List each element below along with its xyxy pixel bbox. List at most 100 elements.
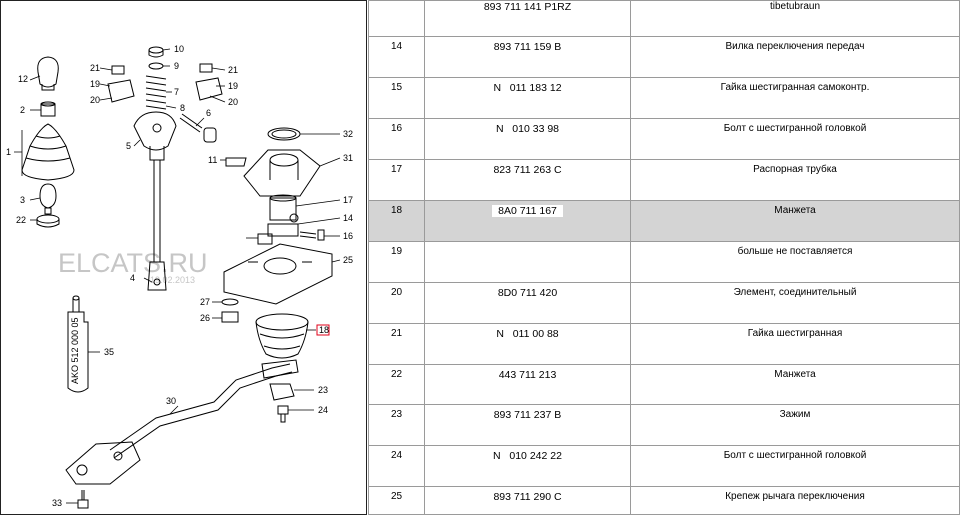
part-16-bolt[interactable] <box>299 229 325 241</box>
table-row[interactable]: 19 больше не поставляется <box>368 240 960 283</box>
part-number-text[interactable]: 893 711 237 B <box>493 409 562 422</box>
part-number-text[interactable]: N 010 242 22 <box>493 450 562 463</box>
cell-part-name: Распорная трубка <box>630 159 960 202</box>
exploded-view-drawing: ELCATS.RU 19.02.2013 <box>0 0 367 515</box>
cell-position: 15 <box>368 77 425 120</box>
label-4: 4 <box>130 273 135 283</box>
part-1-gaiter[interactable] <box>21 123 75 181</box>
cell-part-name: Болт с шестигранной головкой <box>630 118 960 161</box>
part-number-text[interactable]: N 011 00 88 <box>496 327 559 340</box>
part-18-boot[interactable] <box>255 313 309 359</box>
part-22-boot-ring[interactable] <box>36 214 60 228</box>
label-19-right: 19 <box>228 81 238 91</box>
cell-part-name: Гайка шестигранная самоконтр. <box>630 77 960 120</box>
table-row[interactable]: 18 8A0 711 167 Манжета <box>368 200 960 242</box>
part-14-fork[interactable] <box>267 213 299 237</box>
cell-part-name: Элемент, соединительный <box>630 281 960 324</box>
cell-part-name: Зажим <box>630 404 960 447</box>
part-19-20-21-left[interactable] <box>107 65 135 103</box>
part-15-nut[interactable] <box>257 233 273 245</box>
shift-joint[interactable] <box>65 441 141 485</box>
cell-part-name: tibetubraun <box>630 0 960 38</box>
label-20-left: 20 <box>90 95 100 105</box>
cell-part-name: Манжета <box>630 363 960 406</box>
label-1: 1 <box>6 147 11 157</box>
parts-diagram: ELCATS.RU 19.02.2013 <box>0 0 368 515</box>
cell-part-number: 443 711 213 <box>424 363 631 406</box>
cell-part-name: Манжета <box>630 200 960 242</box>
part-number-text[interactable]: 893 711 290 C <box>493 491 562 504</box>
cell-position: 14 <box>368 36 425 79</box>
cell-part-number: 893 711 290 C <box>424 486 631 515</box>
parts-table: 893 711 141 P1RZ tibetubraun 14 893 711 159… <box>368 0 960 515</box>
label-17: 17 <box>343 195 353 205</box>
part-8-spring[interactable] <box>145 75 167 110</box>
label-2: 2 <box>20 105 25 115</box>
part-33-bolt[interactable] <box>77 490 89 509</box>
part-17-spacer-tube[interactable] <box>269 194 297 221</box>
table-row[interactable]: 17 823 711 263 C Распорная трубка <box>368 159 960 202</box>
part-35-tube[interactable]: AKO 512 000 05 <box>67 295 89 393</box>
part-number-text[interactable]: 443 711 213 <box>498 368 557 381</box>
cell-position: 18 <box>368 200 425 242</box>
cell-part-number: 8D0 711 420 <box>424 281 631 324</box>
label-6: 6 <box>206 108 211 118</box>
cell-position: 20 <box>368 281 425 324</box>
part-number-text[interactable]: 8D0 711 420 <box>497 286 558 299</box>
label-7: 7 <box>174 87 179 97</box>
part-26-nut[interactable] <box>221 311 239 323</box>
label-21-right: 21 <box>228 65 238 75</box>
cell-part-number: 823 711 263 C <box>424 159 631 202</box>
label-27: 27 <box>200 297 210 307</box>
part-number-text[interactable]: 823 711 263 C <box>493 164 562 177</box>
cell-part-number: N 010 33 98 <box>424 118 631 161</box>
part-2-collar[interactable] <box>40 101 56 117</box>
part-3-insert[interactable] <box>39 183 57 215</box>
part-5-lever-bracket[interactable] <box>133 111 177 161</box>
part-25-lever-mount[interactable] <box>223 243 333 305</box>
watermark-date: 19.02.2013 <box>150 275 195 285</box>
part-number-text[interactable]: 8A0 711 167 <box>492 205 563 218</box>
cell-position: 22 <box>368 363 425 406</box>
table-row[interactable]: 15 N 011 183 12 Гайка шестигранная самокон… <box>368 77 960 120</box>
cell-position: 19 <box>368 240 425 283</box>
table-row[interactable]: 14 893 711 159 B Вилка переключения переда… <box>368 36 960 79</box>
cell-part-number: 8A0 711 167 <box>424 200 631 242</box>
table-row[interactable]: 22 443 711 213 Манжета <box>368 363 960 406</box>
cell-part-number: N 011 183 12 <box>424 77 631 120</box>
part-6-spring-pin[interactable] <box>179 113 217 143</box>
cell-part-number: N 011 00 88 <box>424 322 631 365</box>
part-number-text[interactable]: 893 711 159 B <box>493 41 562 54</box>
part-number-text[interactable]: N 010 33 98 <box>495 123 560 136</box>
part-23-clamp[interactable] <box>269 383 295 401</box>
callout-labels: 12 2 1 3 22 35 4 5 10 9 7 8 21 19 20 21 … <box>6 44 353 508</box>
cell-part-name: Крепеж рычага переключения <box>630 486 960 515</box>
cell-part-name: Болт с шестигранной головкой <box>630 445 960 488</box>
highlight-box-18 <box>316 324 330 336</box>
label-12: 12 <box>18 74 28 84</box>
label-8: 8 <box>180 103 185 113</box>
cell-part-number: 893 711 237 B <box>424 404 631 447</box>
label-10: 10 <box>174 44 184 54</box>
cell-part-name: больше не поставляется <box>630 240 960 283</box>
label-32: 32 <box>343 129 353 139</box>
part-19-20-21-right[interactable] <box>195 63 223 101</box>
cell-part-number: 893 711 159 B <box>424 36 631 79</box>
cell-part-name: Вилка переключения передач <box>630 36 960 79</box>
cell-position: 17 <box>368 159 425 202</box>
label-30: 30 <box>166 396 176 406</box>
part-number-text[interactable]: N 011 183 12 <box>493 82 562 95</box>
part-12-knob[interactable] <box>37 56 59 91</box>
table-row[interactable]: 893 711 141 P1RZ tibetubraun <box>368 0 960 38</box>
table-row[interactable]: 20 8D0 711 420 Элемент, соединительный <box>368 281 960 324</box>
label-18[interactable]: 18 <box>319 325 329 335</box>
part-number-text[interactable]: 893 711 141 P1RZ <box>483 1 572 13</box>
part-30-shift-rod[interactable] <box>109 359 299 459</box>
label-33: 33 <box>52 498 62 508</box>
cell-position: 21 <box>368 322 425 365</box>
